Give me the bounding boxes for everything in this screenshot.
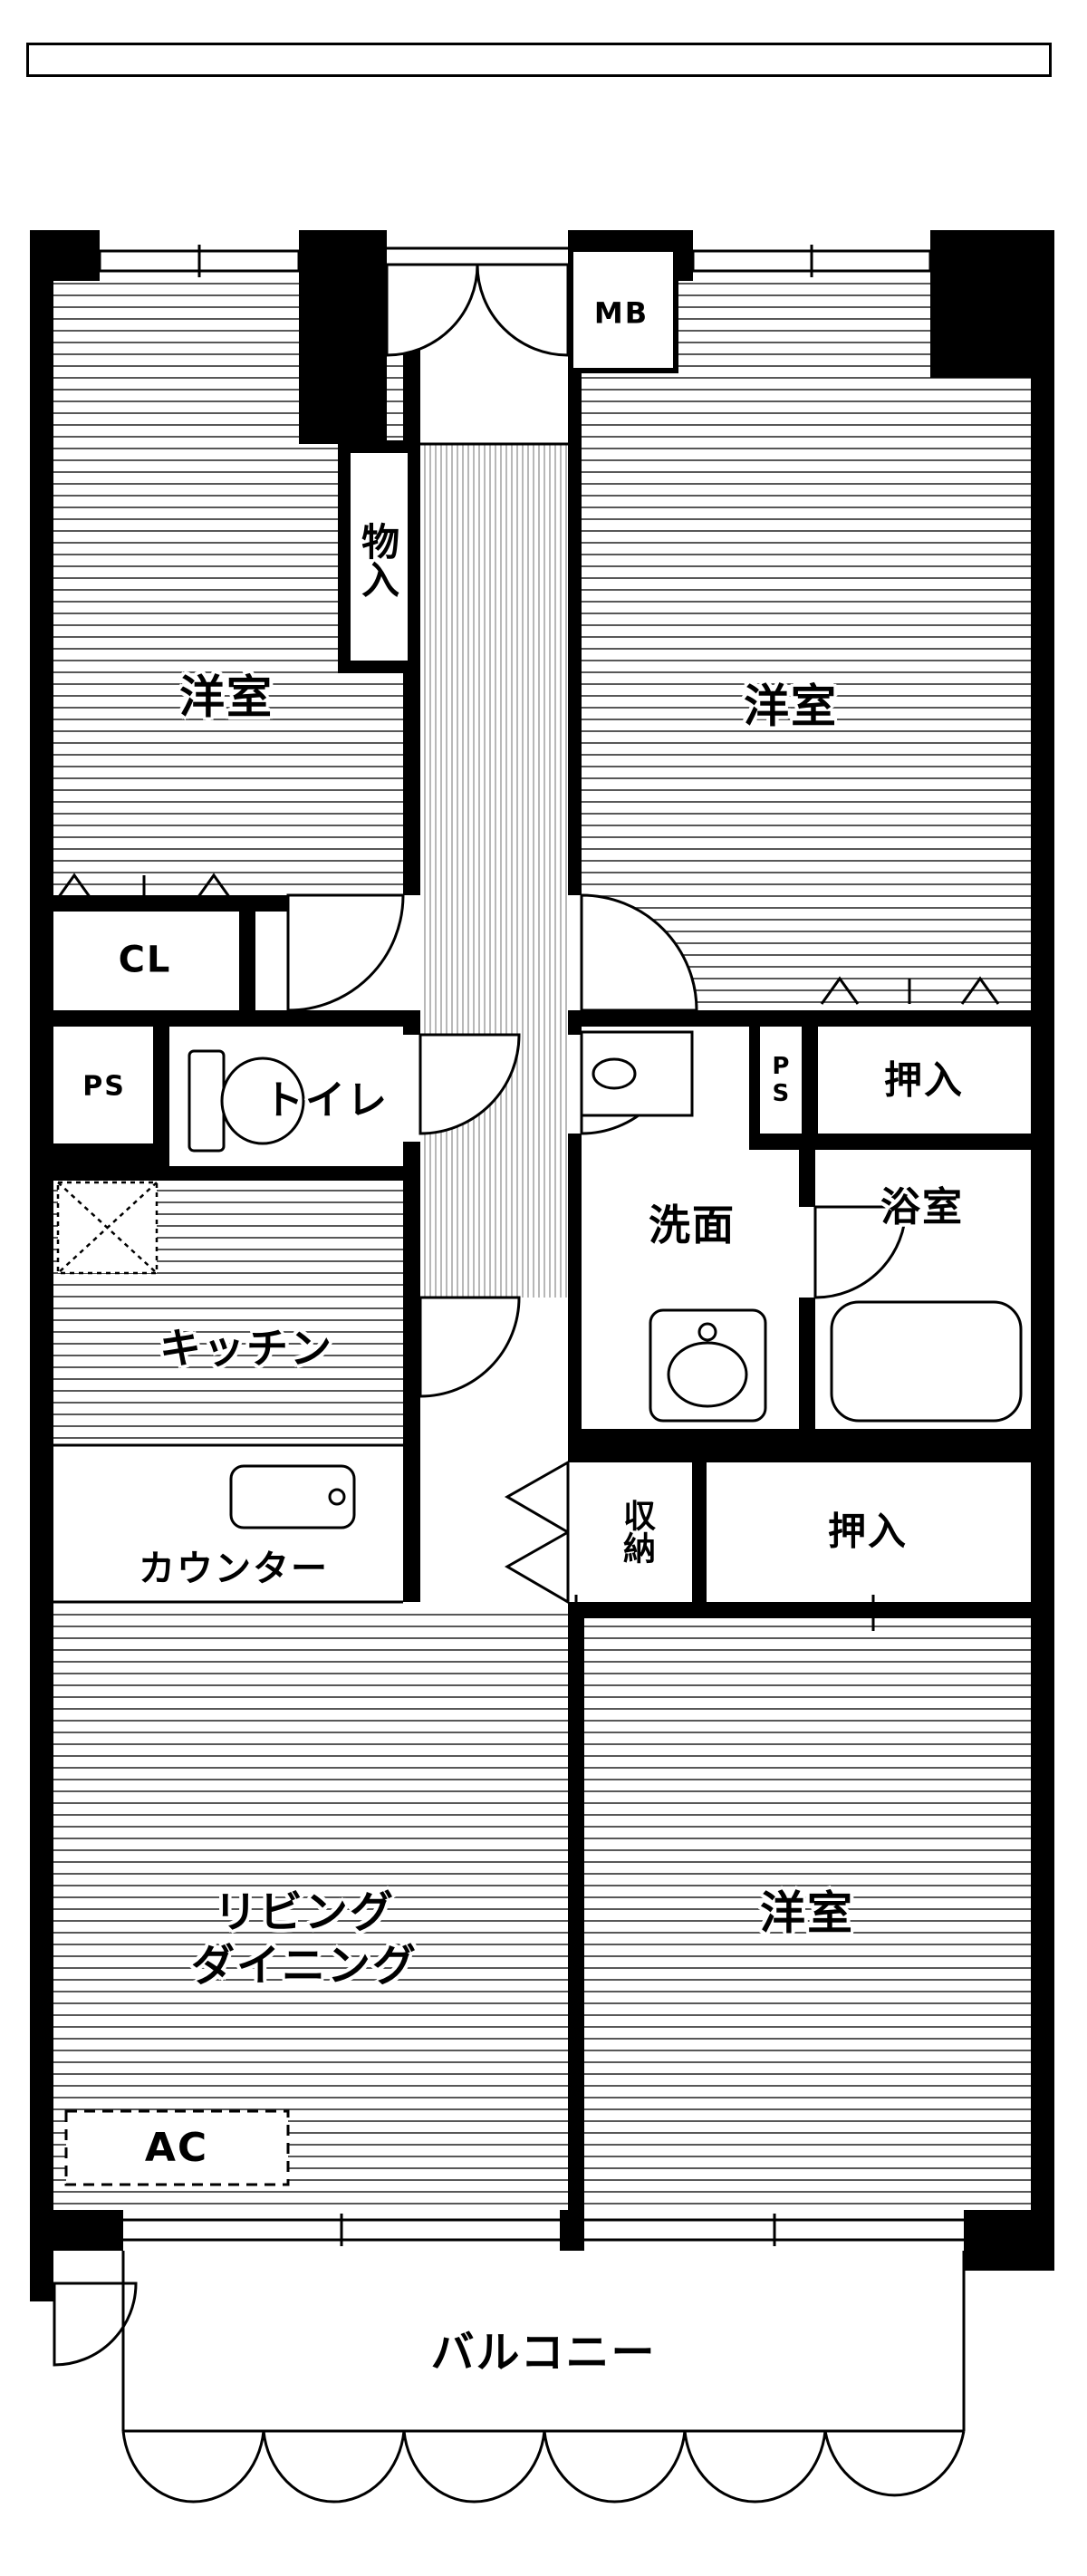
floor-hallway <box>420 444 568 1298</box>
balcony-outline <box>121 2251 966 2504</box>
toilet-bowl <box>220 1056 305 1145</box>
room-label-living: リビング ダイニング <box>191 1886 418 1992</box>
floor-bedroom-ne <box>582 281 1031 1010</box>
toilet-tank <box>188 1049 226 1153</box>
room-label-balcony: バルコニー <box>430 2327 657 2378</box>
room-label-bedroom-ne: 洋室 <box>744 680 838 733</box>
kitchen-sink <box>229 1464 356 1529</box>
door-living <box>418 1296 521 1398</box>
room-label-bedroom-nw: 洋室 <box>179 671 274 724</box>
room-label-living-line1: リビング <box>213 1886 396 1938</box>
meter-box <box>573 252 673 368</box>
room-label-bathroom: 浴室 <box>880 1184 964 1231</box>
label-ps-left: PS <box>82 1070 126 1103</box>
room-label-living-line2: ダイニング <box>190 1940 418 1991</box>
washbasin-faucet <box>697 1322 717 1342</box>
label-meter-box: MB <box>593 295 649 331</box>
room-label-oshiire-upper: 押入 <box>883 1057 965 1103</box>
label-ps-right: PS <box>766 1053 794 1107</box>
room-label-washroom: 洗面 <box>649 1200 736 1249</box>
kitchen-faucet <box>328 1488 346 1506</box>
bathtub <box>830 1300 1023 1423</box>
storage-hall-box <box>351 453 408 661</box>
room-label-counter: カウンター <box>139 1548 329 1590</box>
room-label-storage-living: 収納 <box>617 1499 655 1564</box>
room-label-bedroom-s: 洋室 <box>760 1886 854 1940</box>
ac-box <box>64 2109 290 2186</box>
washbasin-bowl <box>667 1341 748 1408</box>
room-label-oshiire-lower: 押入 <box>827 1509 909 1554</box>
room-label-kitchen: キッチン <box>159 1323 333 1373</box>
balcony-scallops <box>121 2430 966 2504</box>
room-floors <box>52 281 1031 2210</box>
fixtures <box>188 1030 1023 1529</box>
door-toilet <box>418 1033 521 1135</box>
header-box <box>26 43 1052 77</box>
floor-bedroom-s <box>584 1618 1031 2210</box>
windows <box>98 245 964 2246</box>
door-bathroom <box>813 1205 908 1299</box>
detail-lines <box>52 246 875 1631</box>
balcony-partition-door <box>53 2282 138 2367</box>
label-air-con: AC <box>144 2125 209 2172</box>
room-label-toilet: トイレ <box>264 1077 389 1124</box>
door-bedroom-ne <box>580 893 698 1012</box>
entrance-door-left <box>385 263 479 357</box>
floor-living <box>52 1610 568 2210</box>
entrance-door-right <box>476 263 570 357</box>
room-label-storage-hall: 物入 <box>355 522 400 598</box>
folding-door-storage-bottom <box>504 1529 570 1605</box>
stove-symbol <box>56 1181 159 1275</box>
folding-door-storage-top <box>504 1460 570 1535</box>
washroom-counter-sink <box>592 1057 637 1090</box>
box-interiors <box>351 252 673 661</box>
room-label-closet: CL <box>118 939 172 981</box>
closet-symbols <box>54 873 1000 1005</box>
door-bedroom-nw <box>286 893 405 1012</box>
